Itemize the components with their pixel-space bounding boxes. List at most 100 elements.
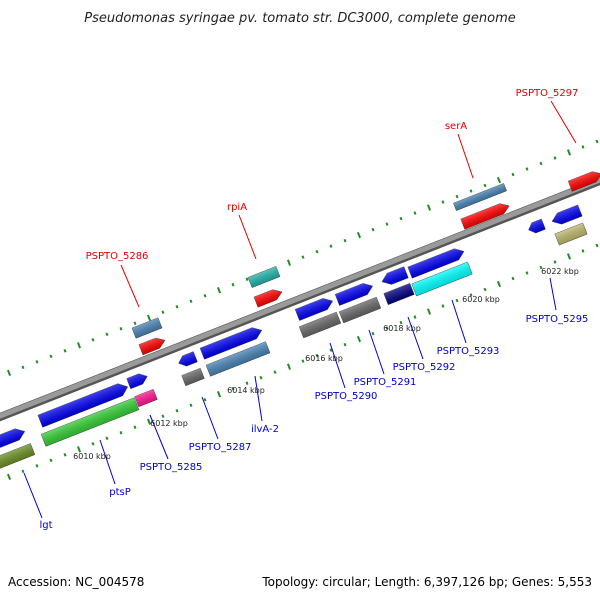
leader-rpia	[238, 214, 257, 260]
gene-label-pspto-5292[interactable]: PSPTO_5292	[393, 362, 456, 373]
gene-label-ilva-2[interactable]: ilvA-2	[251, 424, 279, 435]
kbp-label-6016: 6016 kbp	[305, 354, 343, 363]
tick-mark	[399, 216, 403, 221]
tick-mark	[343, 238, 347, 243]
tick-mark	[553, 156, 557, 160]
tick-mark	[203, 397, 207, 402]
tick-mark	[63, 453, 67, 457]
gene-feature-pspto-5286-b[interactable]	[138, 335, 167, 356]
kbp-label-6012: 6012 kbp	[150, 419, 188, 428]
gene-feature-lgt-olive[interactable]	[0, 443, 36, 469]
gene-feature-pspto-5295-khaki[interactable]	[554, 222, 588, 246]
leader-ilva-2	[254, 375, 263, 422]
tick-mark	[329, 244, 333, 248]
tick-mark	[469, 189, 473, 193]
gene-label-rpia[interactable]: rpiA	[227, 202, 247, 213]
tick-mark	[581, 145, 585, 149]
tick-mark	[469, 293, 473, 297]
gene-feature-pspto-5295-blue-b[interactable]	[550, 204, 583, 227]
gene-feature-pspto-5287-grey[interactable]	[181, 367, 205, 387]
tick-mark	[413, 315, 417, 319]
gene-label-pspto-5285[interactable]: PSPTO_5285	[140, 462, 203, 473]
gene-feature-rpia-a[interactable]	[247, 266, 281, 288]
leader-pspto-5286	[120, 264, 140, 308]
gene-feature-pspto-5287-blue[interactable]	[177, 351, 198, 369]
tick-mark	[539, 265, 543, 270]
gene-label-sera[interactable]: serA	[445, 121, 467, 132]
tick-mark	[315, 249, 319, 254]
tick-mark	[525, 167, 529, 171]
tick-mark	[286, 259, 292, 266]
gene-feature-pspto-5286-a[interactable]	[131, 317, 163, 339]
kbp-label-6022: 6022 kbp	[541, 267, 579, 276]
tick-mark	[21, 469, 25, 474]
tick-mark	[49, 354, 53, 359]
tick-mark	[161, 310, 165, 315]
gene-feature-rpia-b[interactable]	[253, 287, 284, 308]
gene-feature-pspto-5292-navy[interactable]	[383, 283, 415, 305]
gene-labels-lower: lgt ptsP PSPTO_5285 PSPTO_5287 ilvA-2 PS…	[39, 314, 588, 531]
gene-feature-pspto-5291-grey[interactable]	[338, 296, 382, 324]
tick-mark	[511, 276, 515, 281]
tick-mark	[216, 391, 222, 398]
gene-label-pspto-5286[interactable]: PSPTO_5286	[86, 251, 149, 262]
gene-feature-sera-b[interactable]	[460, 201, 512, 230]
gene-label-lgt[interactable]: lgt	[39, 520, 52, 531]
gene-label-pspto-5297[interactable]: PSPTO_5297	[516, 88, 579, 99]
tick-mark	[356, 231, 362, 239]
backbone-inner	[0, 177, 600, 419]
tick-mark	[119, 431, 123, 435]
leader-pspto-5285	[149, 414, 169, 460]
gene-feature-pspto-5292-blue[interactable]	[380, 266, 409, 288]
tick-mark	[315, 353, 319, 358]
gene-label-pspto-5290[interactable]: PSPTO_5290	[315, 391, 378, 402]
tick-mark	[371, 331, 375, 336]
gene-feature-pspto-5285-blue[interactable]	[126, 371, 150, 390]
tick-mark	[91, 338, 95, 342]
tick-mark	[343, 342, 347, 347]
gene-feature-pspto-5297[interactable]	[567, 169, 600, 192]
tick-mark	[175, 408, 179, 413]
gene-feature-pspto-5290-blue[interactable]	[294, 295, 335, 321]
gene-feature-sera-a[interactable]	[453, 183, 507, 211]
gene-feature-pspto-5290-grey[interactable]	[298, 311, 342, 339]
gene-feature-ilva-2-steel[interactable]	[205, 341, 271, 377]
gene-labels-upper: PSPTO_5286 rpiA serA PSPTO_5297	[86, 88, 579, 262]
tick-mark	[385, 222, 389, 226]
tick-mark	[413, 211, 417, 215]
tick-mark	[595, 243, 599, 248]
gene-feature-pspto-5285-magenta[interactable]	[134, 388, 158, 408]
tick-mark	[329, 348, 333, 352]
tick-mark	[595, 139, 599, 144]
leader-lgt	[23, 472, 43, 519]
gene-label-ptsp[interactable]: ptsP	[109, 487, 131, 498]
gene-label-pspto-5291[interactable]: PSPTO_5291	[354, 377, 417, 388]
tick-mark	[146, 314, 152, 321]
gene-feature-pspto-5293-blue[interactable]	[407, 246, 466, 279]
tick-mark	[496, 176, 502, 184]
gene-label-pspto-5293[interactable]: PSPTO_5293	[437, 346, 500, 357]
tick-mark	[231, 282, 235, 287]
gene-feature-pspto-5291-blue[interactable]	[334, 280, 375, 306]
gene-label-pspto-5287[interactable]: PSPTO_5287	[189, 442, 252, 453]
tick-mark	[105, 332, 109, 337]
tick-mark	[35, 464, 39, 468]
tick-mark	[63, 349, 67, 353]
gene-feature-ptsp-blue[interactable]	[37, 381, 130, 428]
gene-feature-ilva-2-blue[interactable]	[199, 325, 264, 360]
tick-mark	[385, 326, 389, 330]
tick-mark	[441, 304, 445, 308]
gene-feature-pspto-5295-blue[interactable]	[527, 218, 546, 235]
tick-mark	[21, 365, 25, 370]
gene-feature-lgt-blue[interactable]	[0, 426, 27, 451]
tick-mark	[105, 436, 109, 441]
tick-mark	[6, 369, 12, 377]
gene-feature-ptsp-green[interactable]	[40, 397, 140, 447]
tick-mark	[119, 327, 123, 331]
gene-features	[0, 169, 600, 469]
tick-mark	[49, 458, 53, 463]
gene-feature-pspto-5293-cyan[interactable]	[411, 261, 473, 297]
tick-mark	[455, 194, 459, 199]
gene-label-pspto-5295[interactable]: PSPTO_5295	[526, 314, 589, 325]
